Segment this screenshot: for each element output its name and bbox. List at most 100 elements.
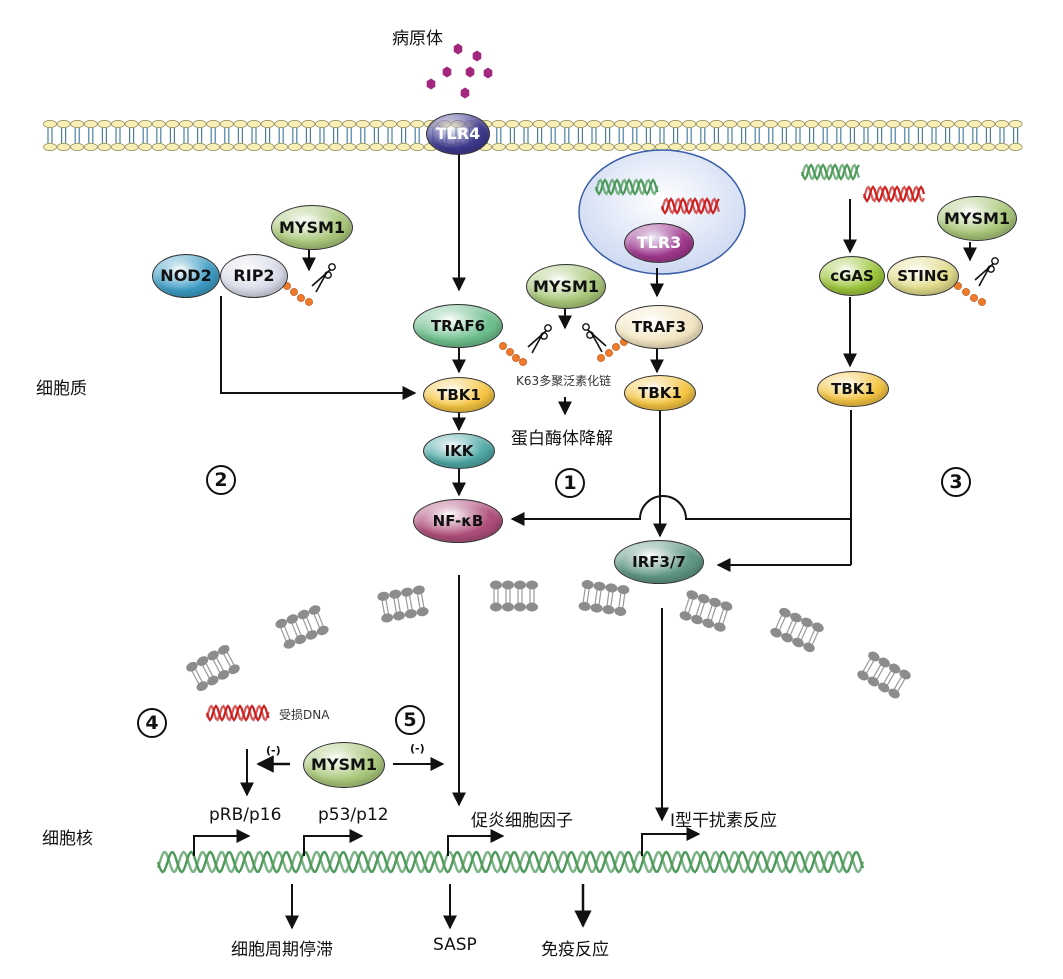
- lipid-head: [713, 622, 726, 632]
- lipid-head: [779, 607, 791, 618]
- lipid-tail: [882, 669, 892, 685]
- lipid-head: [124, 120, 139, 128]
- lipid-head: [287, 120, 302, 128]
- lipid-head: [389, 589, 402, 599]
- pathogen-particle: [460, 87, 470, 99]
- label-prb-p16: pRB/p16: [209, 805, 282, 825]
- lipid-head: [207, 650, 219, 661]
- lipid-head: [709, 120, 724, 128]
- lipid-tail: [194, 668, 204, 683]
- lipid-head: [791, 143, 805, 151]
- viral-dna-red: [660, 197, 720, 215]
- lipid-head: [967, 143, 982, 151]
- ubiquitin-bead: [612, 343, 620, 351]
- lipid-head: [940, 143, 955, 151]
- pathogen-particle: [472, 50, 482, 62]
- label-k63-chain: K63多聚泛素化链: [516, 374, 612, 388]
- lipid-head: [514, 602, 526, 612]
- lipid-head: [872, 143, 887, 151]
- scissors-blade: [315, 273, 327, 293]
- lipid-head: [709, 143, 724, 151]
- lipid-head: [954, 143, 969, 151]
- scissors-icon: [527, 324, 552, 354]
- ubiquitin-bead: [290, 288, 298, 296]
- lipid-head: [207, 675, 219, 686]
- lipid-head: [396, 143, 411, 151]
- lipid-head: [342, 143, 357, 151]
- scissors-icon: [974, 257, 999, 287]
- lipid-head: [260, 143, 275, 151]
- lipid-tail: [393, 597, 398, 614]
- pathway-number-1: 1: [555, 468, 585, 498]
- nuclear-membrane-fragment: [857, 651, 911, 699]
- lipid-head: [179, 120, 193, 128]
- lipid-head: [219, 120, 234, 128]
- lipid-tail: [586, 587, 590, 604]
- lipid-tail: [291, 622, 299, 638]
- lipid-tail: [683, 597, 691, 613]
- protein-rip2: RIP2: [220, 254, 288, 298]
- lipid-tail: [201, 664, 211, 680]
- protein-tlr3: TLR3: [624, 223, 694, 263]
- protein-mysm1-nucleus: MYSM1: [303, 742, 385, 788]
- lipid-head: [186, 661, 198, 672]
- lipid-head: [889, 663, 901, 674]
- protein-cgas: cGAS: [819, 256, 885, 296]
- pathogen-particle: [483, 67, 493, 79]
- lipid-head: [393, 611, 405, 621]
- lipid-head: [723, 120, 737, 128]
- lipid-head: [868, 651, 880, 662]
- lipid-head: [43, 143, 57, 151]
- nuclear-membrane-fragment: [490, 580, 538, 612]
- ubiquitin-bead: [297, 294, 305, 302]
- lipid-head: [695, 143, 710, 151]
- lipid-head: [260, 120, 275, 128]
- lipid-head: [412, 585, 425, 595]
- lipid-head: [165, 143, 180, 151]
- lipid-tail: [294, 620, 302, 637]
- label-p53-p12: p53/p12: [318, 805, 389, 825]
- lipid-head: [56, 120, 71, 128]
- lipid-head: [97, 143, 112, 151]
- lipid-head: [217, 670, 230, 680]
- lipid-tail: [800, 625, 809, 641]
- lipid-head: [315, 143, 329, 151]
- lipid-tail: [316, 611, 325, 628]
- lipid-head: [328, 120, 343, 128]
- lipid-head: [763, 120, 778, 128]
- protein-tlr4: TLR4: [426, 113, 490, 155]
- lipid-head: [913, 120, 928, 128]
- lipid-head: [627, 120, 642, 128]
- lipid-head: [781, 632, 793, 643]
- lipid-head: [355, 120, 370, 128]
- lipid-head: [750, 143, 765, 151]
- lipid-head: [845, 143, 860, 151]
- ubiquitin-bead: [978, 298, 986, 306]
- label-damaged-dna: 受损DNA: [279, 708, 330, 722]
- protein-tbk1-sting: TBK1: [817, 371, 889, 407]
- lipid-head: [546, 143, 561, 151]
- lipid-head: [274, 120, 289, 128]
- lipid-head: [682, 120, 697, 128]
- lipid-head: [383, 120, 397, 128]
- lipid-tail: [283, 625, 291, 641]
- lipid-head: [686, 590, 699, 600]
- lipid-head: [124, 143, 139, 151]
- lipid-head: [328, 143, 343, 151]
- lipid-head: [559, 120, 574, 128]
- pathway-number-3: 3: [941, 467, 971, 497]
- cytosolic-dna-green: [800, 163, 861, 181]
- scissors-handle: [544, 324, 552, 332]
- lipid-head: [546, 120, 561, 128]
- damaged-dna-helix: [205, 704, 270, 722]
- lipid-head: [401, 587, 413, 597]
- pathogen-particle: [453, 43, 463, 55]
- lipid-head: [43, 120, 57, 128]
- pathway-number-5: 5: [395, 705, 425, 735]
- lipid-tail: [222, 653, 232, 668]
- lipid-head: [247, 143, 261, 151]
- lipid-head: [519, 120, 533, 128]
- lipid-head: [526, 602, 538, 612]
- lipid-head: [803, 642, 815, 653]
